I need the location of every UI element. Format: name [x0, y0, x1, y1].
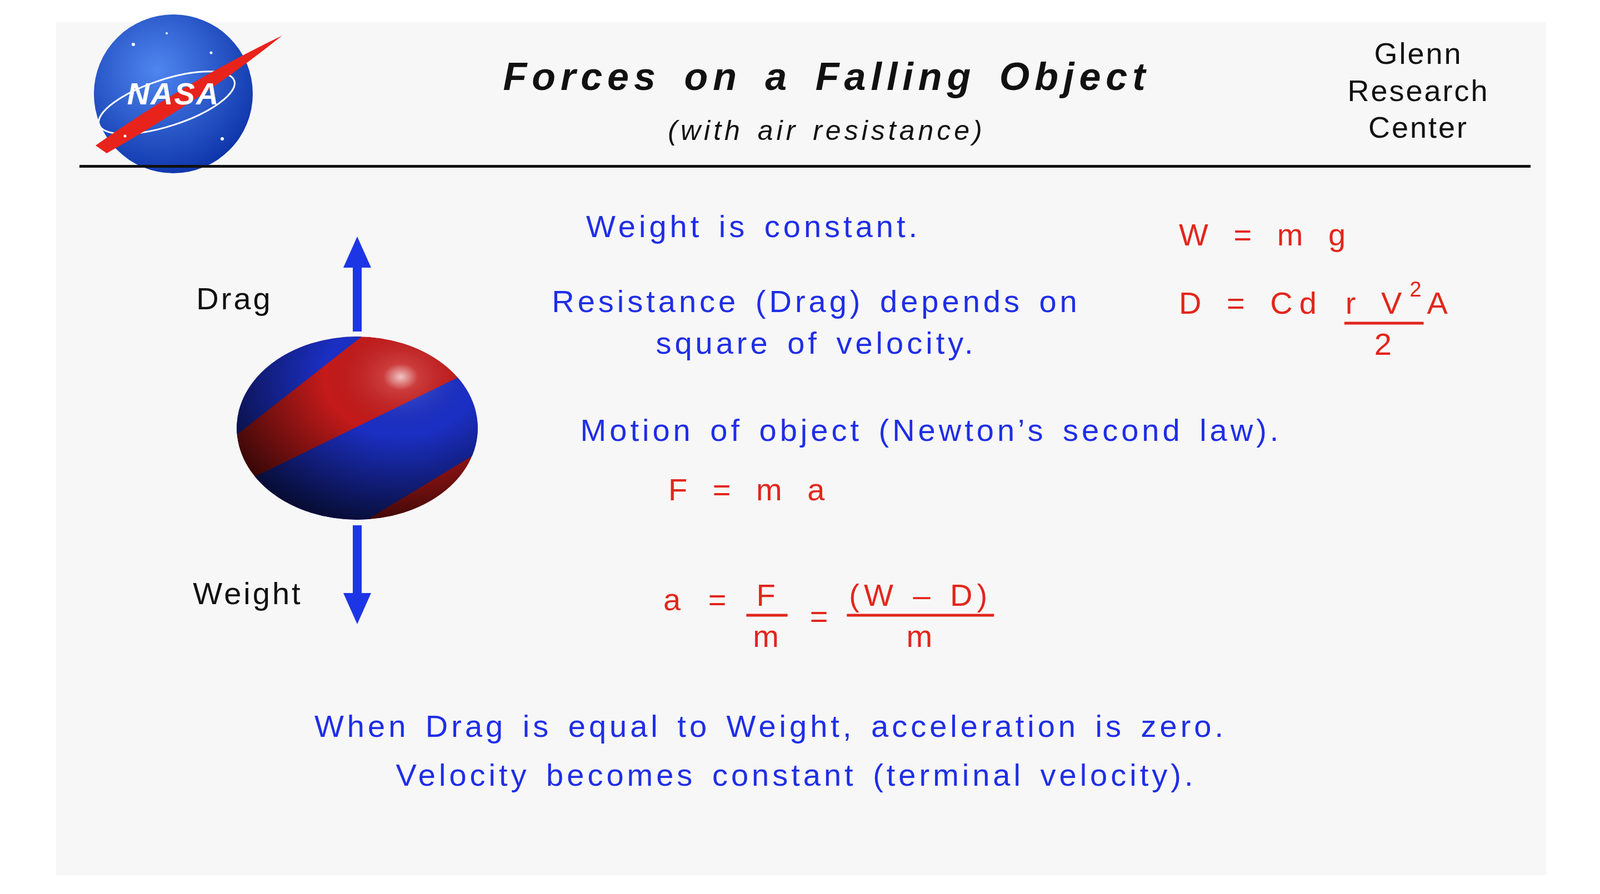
force-label: Drag: [196, 283, 273, 315]
equation: W = m g: [1178, 219, 1353, 251]
logo-text: NASA: [127, 78, 220, 110]
header-rule: [79, 165, 1531, 168]
logo-star: [165, 32, 168, 35]
equation: F = m a: [668, 474, 832, 506]
equation-term: A: [1427, 287, 1450, 319]
logo-star: [210, 51, 213, 55]
falling-ball: [223, 322, 491, 540]
force-arrows: [343, 236, 372, 625]
conclusion: Velocity becomes constant (terminal velo…: [396, 760, 1197, 792]
fraction-bar: [846, 614, 994, 618]
logo-swoosh: [95, 35, 283, 154]
center-name: Glenn Research Center: [1347, 35, 1489, 147]
statement: Weight is constant.: [586, 211, 921, 243]
logo-star: [123, 135, 127, 138]
ball-base: [236, 336, 478, 520]
equation-term: r V: [1345, 287, 1409, 319]
conclusion: When Drag is equal to Weight, accelerati…: [314, 711, 1227, 743]
denominator: m: [752, 621, 782, 653]
drag-arrow-head: [343, 236, 372, 268]
drag-arrow-shaft: [352, 265, 362, 332]
panel: [56, 22, 1547, 876]
force-label: Weight: [192, 578, 303, 610]
fraction-bar: [1344, 322, 1424, 325]
numerator: (W – D): [848, 580, 992, 612]
numerator: F: [756, 580, 778, 612]
exponent: 2: [1409, 278, 1423, 300]
logo-star: [131, 42, 135, 47]
equation: =: [810, 601, 831, 633]
statement: Resistance (Drag) depends on square of v…: [488, 280, 1144, 364]
ball-shading: [236, 336, 478, 520]
nasa-logo: [91, 14, 283, 174]
title: Forces on a Falling Object: [502, 57, 1150, 97]
logo-star: [220, 137, 224, 141]
denominator: 2: [1374, 328, 1394, 360]
weight-arrow-head: [343, 593, 372, 625]
statement: Motion of object (Newton’s second law).: [580, 415, 1283, 447]
equation: D = Cd: [1178, 287, 1324, 319]
fraction-bar: [746, 614, 788, 618]
denominator: m: [906, 621, 935, 653]
weight-arrow-shaft: [352, 525, 362, 596]
subtitle: (with air resistance): [667, 116, 985, 145]
ball-panel: [223, 511, 274, 540]
equation: a =: [663, 584, 733, 616]
